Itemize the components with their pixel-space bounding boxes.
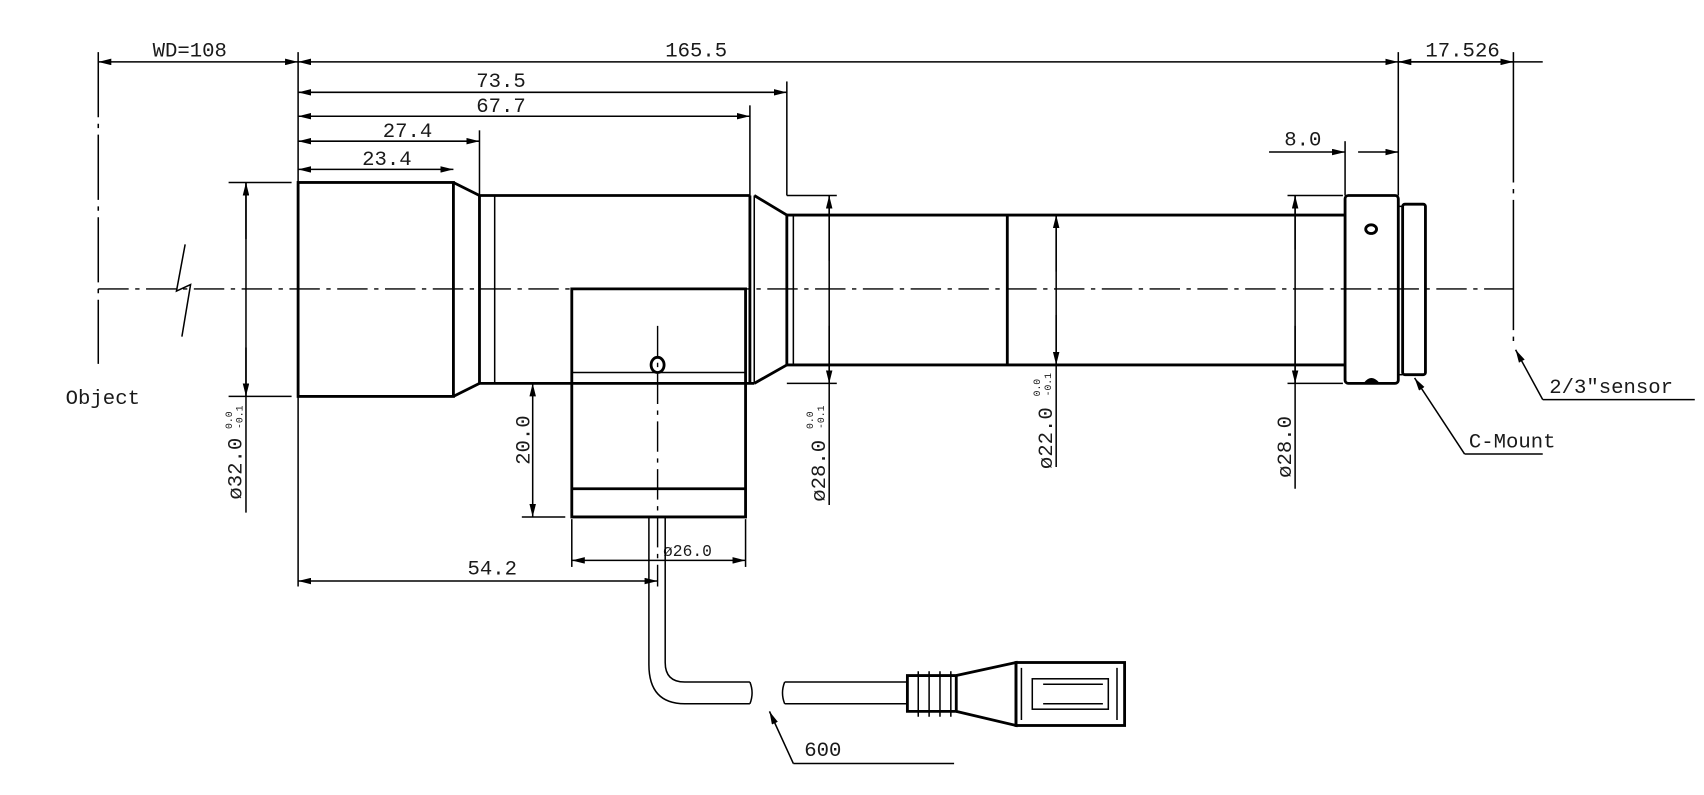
top-dimensions: WD=108 165.5 17.526 73.5 67.7 27.4 23.4 … <box>98 40 1543 587</box>
tolerance-upper: 0.0 <box>805 411 816 429</box>
tolerance-lower: -0.1 <box>235 405 246 429</box>
dia-32-dimension: ø32.0 <box>226 438 249 500</box>
tolerance-lower: -0.1 <box>1043 373 1054 397</box>
tolerance-upper: 0.0 <box>1032 379 1043 397</box>
dim-23-4: 23.4 <box>362 149 412 172</box>
tolerance-lower: -0.1 <box>816 405 827 429</box>
cable <box>648 516 908 705</box>
object-plane: Object <box>66 52 192 411</box>
dim-27-4: 27.4 <box>383 121 433 144</box>
leaders: 600 2/3″sensor C-Mount <box>768 349 1695 765</box>
dia-28-rear-dimension: ø28.0 <box>1275 416 1298 478</box>
c-mount-label: C-Mount <box>1469 431 1556 454</box>
tolerance-upper: 0.0 <box>224 411 235 429</box>
dia-26-dimension: ø26.0 <box>663 542 712 561</box>
total-length-dimension: 165.5 <box>665 40 727 63</box>
height-20-dimension: 20.0 <box>513 415 536 465</box>
sensor-label: 2/3″sensor <box>1549 377 1673 400</box>
side-module <box>570 287 747 587</box>
dia-28-front-dimension: ø28.0 <box>809 440 832 502</box>
wd-dimension: WD=108 <box>153 40 227 63</box>
diameter-dimensions: ø32.0 0.0 -0.1 ø28.0 0.0 -0.1 ø22.0 0.0 … <box>224 181 1343 585</box>
object-label: Object <box>66 388 140 411</box>
cable-length-label: 600 <box>804 740 841 763</box>
dim-67-7: 67.7 <box>476 96 526 119</box>
flange-back-dimension: 17.526 <box>1425 40 1499 63</box>
dim-73-5: 73.5 <box>476 71 526 94</box>
dim-8-0: 8.0 <box>1284 130 1321 153</box>
connector-plug <box>905 660 1127 728</box>
dim-54-2: 54.2 <box>468 559 518 582</box>
dia-22-dimension: ø22.0 <box>1036 407 1059 469</box>
